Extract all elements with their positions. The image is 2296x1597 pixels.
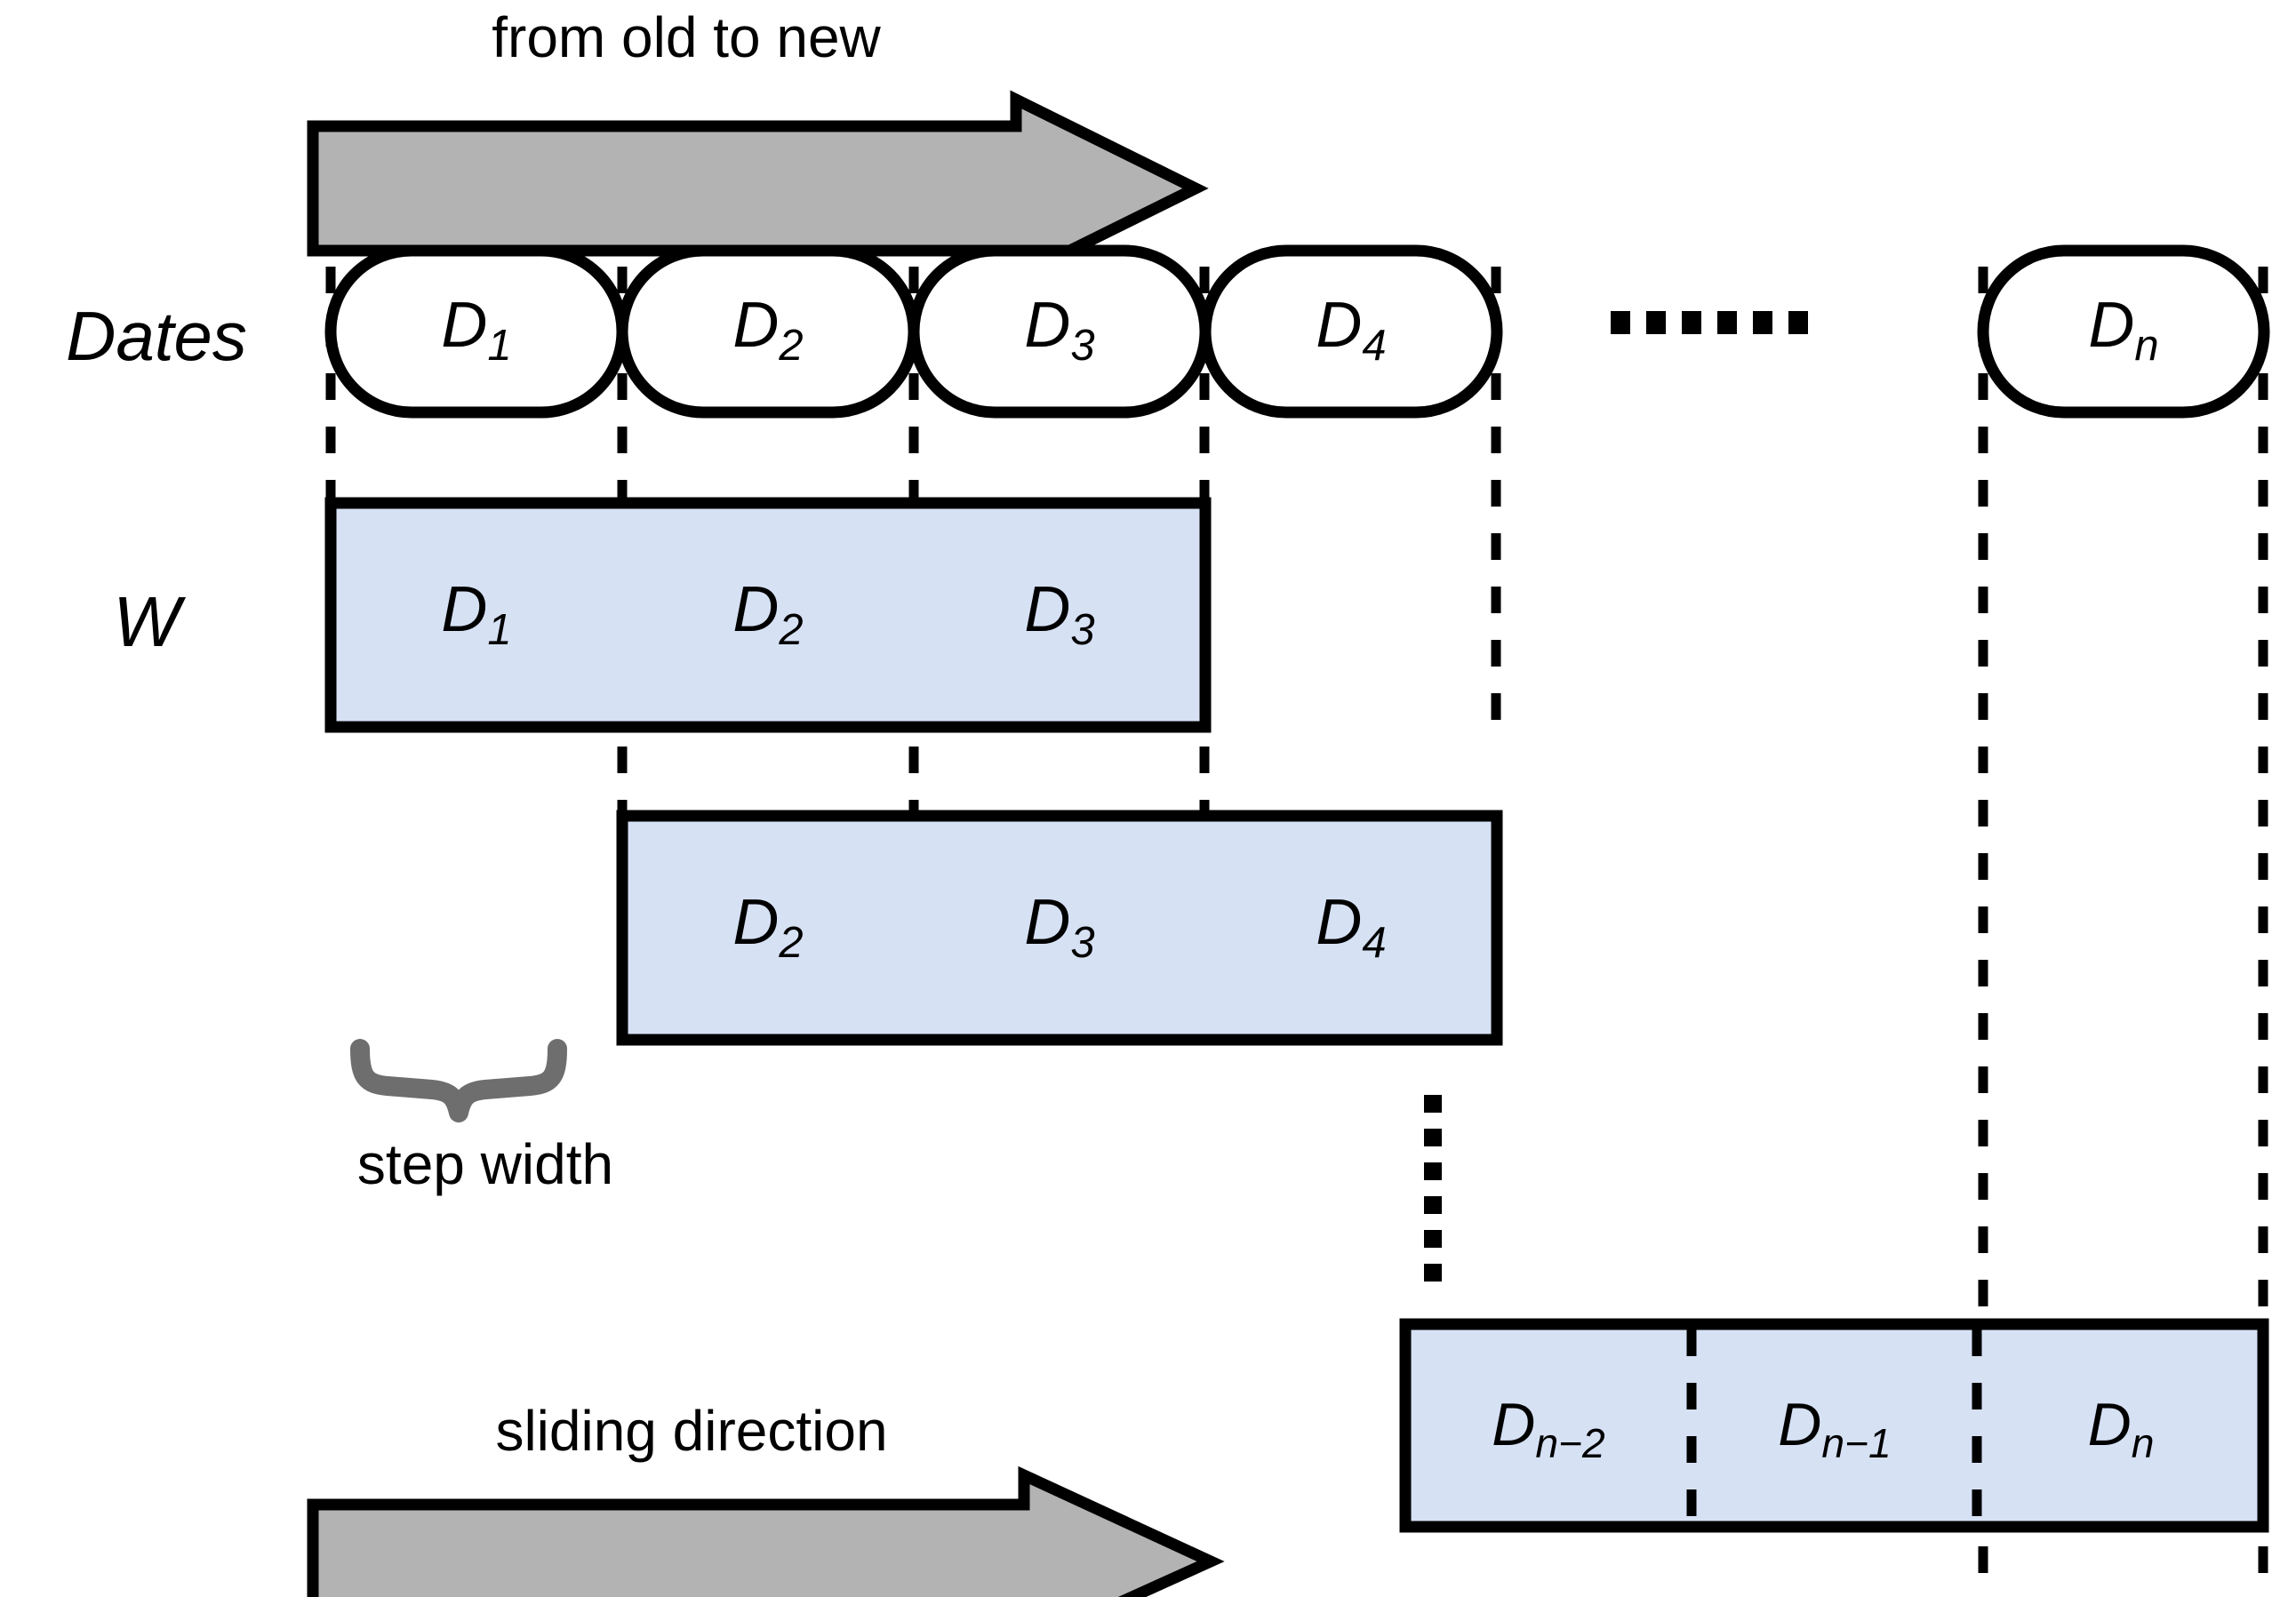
window-2-cell-label-2: D3 <box>1024 890 1094 965</box>
w2-sub-1: 2 <box>779 918 804 967</box>
date-capsule-label-2: D2 <box>732 293 803 368</box>
window-last-box <box>1399 1318 2269 1533</box>
wl-base-1: D <box>1492 1390 1536 1458</box>
w2-base-2: D <box>1024 887 1071 959</box>
tail-date-guide-lines <box>1978 267 2268 1591</box>
dates-row-label: Dates <box>66 297 247 375</box>
date-capsules <box>324 244 2270 419</box>
date-sub-n: n <box>2134 321 2159 370</box>
window-last-dividers <box>1686 1330 1982 1521</box>
sliding-direction-label: sliding direction <box>495 1399 888 1463</box>
step-width-label: step width <box>356 1132 614 1196</box>
window-1-cell-label-2: D2 <box>732 578 803 652</box>
w1-sub-1: 1 <box>487 605 512 654</box>
w2-base-1: D <box>732 887 780 959</box>
from-old-to-new-label: from old to new <box>492 5 881 69</box>
date-base-3: D <box>1024 290 1071 362</box>
wl-base-2: D <box>1778 1390 1822 1458</box>
date-sub-1: 1 <box>487 321 512 370</box>
date-capsule-n <box>1977 244 2270 419</box>
date-base-n: D <box>2088 290 2135 362</box>
date-capsule-label-n: Dn <box>2088 293 2158 368</box>
w2-sub-3: 4 <box>1362 918 1387 967</box>
step-width-brace-icon <box>350 1039 567 1122</box>
window-1-cell-label-1: D1 <box>441 578 511 652</box>
w1-sub-2: 2 <box>779 605 804 654</box>
window-row-label: W <box>113 582 180 661</box>
window-last-cell-label-2: Dn−1 <box>1778 1394 1892 1464</box>
sliding-direction-arrow-icon <box>307 1465 1225 1597</box>
vertical-ellipsis-icon <box>1424 1095 1442 1282</box>
date-sub-2: 2 <box>779 321 804 370</box>
window-1-box <box>324 497 1212 733</box>
date-base-2: D <box>732 290 780 362</box>
wl-sub-1: n−2 <box>1535 1419 1605 1466</box>
window-last-cell-label-3: Dn <box>2088 1394 2155 1464</box>
horizontal-ellipsis-icon <box>1611 311 1808 334</box>
date-capsule-4 <box>1199 244 1503 419</box>
w1-sub-3: 3 <box>1070 605 1095 654</box>
wl-sub-2: n−1 <box>1821 1419 1892 1466</box>
w2-base-3: D <box>1316 887 1363 959</box>
date-sub-3: 3 <box>1070 321 1095 370</box>
date-base-1: D <box>441 290 488 362</box>
date-capsule-label-3: D3 <box>1024 293 1094 368</box>
w2-sub-2: 3 <box>1070 918 1095 967</box>
window-last-cell-label-1: Dn−2 <box>1492 1394 1605 1464</box>
w1-base-2: D <box>732 574 780 646</box>
date-capsule-label-1: D1 <box>441 293 511 368</box>
w1-base-1: D <box>441 574 488 646</box>
w1-base-3: D <box>1024 574 1071 646</box>
date-sub-4: 4 <box>1362 321 1387 370</box>
window-2-cell-label-3: D4 <box>1316 890 1386 965</box>
window-2-cell-label-1: D2 <box>732 890 803 965</box>
wl-base-3: D <box>2087 1390 2132 1458</box>
date-capsule-label-4: D4 <box>1316 293 1386 368</box>
date-base-4: D <box>1316 290 1363 362</box>
wl-sub-3: n <box>2131 1419 2155 1466</box>
window-2-box <box>616 810 1503 1046</box>
window-1-cell-label-3: D3 <box>1024 578 1094 652</box>
